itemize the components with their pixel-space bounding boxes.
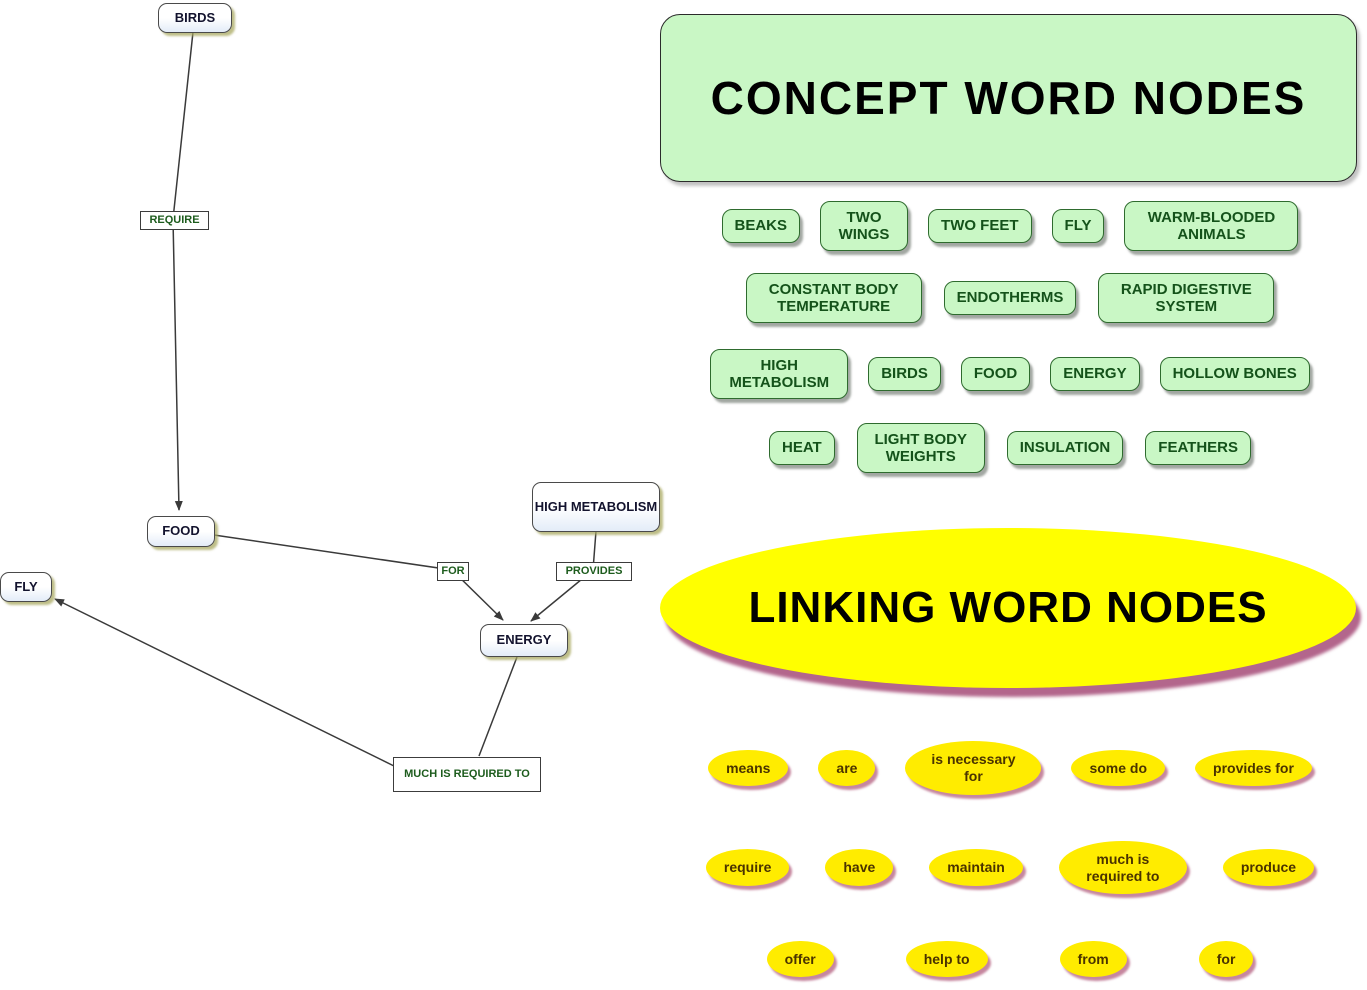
concept-chip-light-body-weights[interactable]: LIGHT BODY WEIGHTS bbox=[856, 422, 985, 474]
concept-chip-endotherms[interactable]: ENDOTHERMS bbox=[943, 281, 1077, 315]
concept-chip-rapid-digestive-system[interactable]: RAPID DIGESTIVE SYSTEM bbox=[1098, 272, 1275, 324]
linking-chip-from[interactable]: from bbox=[1059, 940, 1127, 978]
edge-birds-require-food bbox=[172, 31, 194, 511]
linking-words-panel-title: LINKING WORD NODES bbox=[660, 528, 1356, 688]
edge-energy-much bbox=[478, 656, 518, 757]
linking-chip-offer[interactable]: offer bbox=[766, 940, 834, 978]
concept-chip-constant-body-temperature[interactable]: CONSTANT BODY TEMPERATURE bbox=[745, 272, 922, 324]
linking-chip-help-to[interactable]: help to bbox=[905, 940, 988, 978]
linking-chip-provides-for[interactable]: provides for bbox=[1195, 749, 1312, 787]
linking-chip-are[interactable]: are bbox=[818, 749, 876, 787]
linking-chip-means[interactable]: means bbox=[708, 749, 789, 787]
concept-chip-two-feet[interactable]: TWO FEET bbox=[928, 209, 1032, 243]
concept-chip-high-metabolism[interactable]: HIGH METABOLISM bbox=[710, 348, 849, 400]
concept-chip-fly[interactable]: FLY bbox=[1051, 209, 1105, 243]
map-link-provides[interactable]: PROVIDES bbox=[556, 562, 632, 581]
linking-chip-for[interactable]: for bbox=[1198, 940, 1254, 978]
concept-chip-heat[interactable]: HEAT bbox=[768, 431, 835, 465]
linking-chip-some-do[interactable]: some do bbox=[1071, 749, 1166, 787]
linking-chip-produce[interactable]: produce bbox=[1222, 849, 1315, 886]
map-link-for[interactable]: FOR bbox=[437, 562, 469, 581]
map-node-high-metabolism[interactable]: HIGH METABOLISM bbox=[532, 482, 660, 532]
concept-chip-food[interactable]: FOOD bbox=[960, 357, 1031, 391]
linking-chip-is-necessary-for[interactable]: is necessary for bbox=[905, 741, 1042, 795]
concept-words-panel-title: CONCEPT WORD NODES bbox=[660, 14, 1357, 182]
concept-chip-hollow-bones[interactable]: HOLLOW BONES bbox=[1159, 357, 1310, 391]
edge-much-fly bbox=[54, 598, 395, 767]
map-node-birds[interactable]: BIRDS bbox=[158, 3, 232, 33]
map-node-food[interactable]: FOOD bbox=[147, 516, 215, 547]
map-node-energy[interactable]: ENERGY bbox=[480, 624, 568, 657]
concept-chip-insulation[interactable]: INSULATION bbox=[1006, 431, 1124, 465]
concept-chip-two-wings[interactable]: TWO WINGS bbox=[820, 200, 909, 252]
linking-chip-much-is-required-to[interactable]: much is required to bbox=[1058, 840, 1187, 895]
concept-chip-birds[interactable]: BIRDS bbox=[868, 357, 941, 391]
map-node-fly[interactable]: FLY bbox=[0, 572, 52, 602]
linking-chip-require[interactable]: require bbox=[705, 849, 790, 886]
concept-chip-beaks[interactable]: BEAKS bbox=[721, 209, 801, 243]
linking-chip-have[interactable]: have bbox=[825, 849, 894, 886]
concept-chip-warm-blooded-animals[interactable]: WARM-BLOODED ANIMALS bbox=[1124, 200, 1299, 252]
map-link-require[interactable]: REQUIRE bbox=[140, 211, 209, 230]
concept-chip-feathers[interactable]: FEATHERS bbox=[1145, 431, 1252, 465]
linking-chip-maintain[interactable]: maintain bbox=[929, 849, 1023, 886]
map-link-much-is-required-to[interactable]: MUCH IS REQUIRED TO bbox=[393, 757, 541, 792]
concept-chip-energy[interactable]: ENERGY bbox=[1050, 357, 1140, 391]
